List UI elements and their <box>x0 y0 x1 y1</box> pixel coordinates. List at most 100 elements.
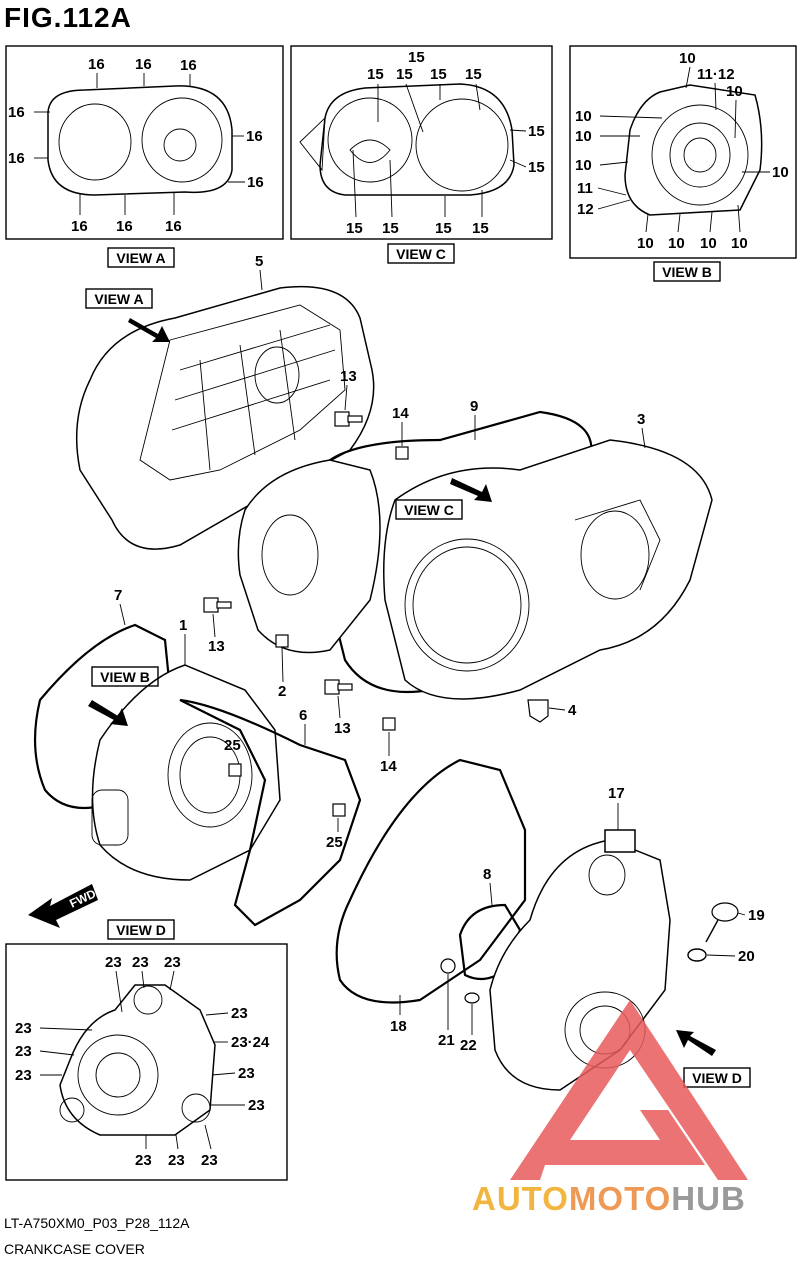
bolt-13-mid <box>203 597 232 613</box>
callout-6: 6 <box>299 707 307 724</box>
view-d-num: 23 <box>238 1065 255 1082</box>
figure-name: CRANKCASE COVER <box>4 1241 145 1257</box>
view-b-num: 10 <box>772 164 789 181</box>
watermark-logo <box>510 1000 748 1180</box>
view-b-tag: VIEW B <box>653 261 721 282</box>
callout-13-mid: 13 <box>208 638 225 655</box>
view-c-num: 15 <box>346 220 363 237</box>
plug-4 <box>527 699 549 723</box>
view-b-num: 11 <box>577 180 593 197</box>
view-d-num: 23 <box>231 1005 248 1022</box>
callout-14: 14 <box>392 405 409 422</box>
view-a-num: 16 <box>135 56 152 73</box>
view-b-num: 10 <box>726 83 743 100</box>
callout-2: 2 <box>278 683 286 700</box>
watermark-part2: MOTO <box>568 1180 672 1217</box>
view-d-arrow-tag: VIEW D <box>676 1030 751 1088</box>
view-d-tag: VIEW D <box>107 919 175 940</box>
callout-9: 9 <box>470 398 478 415</box>
view-b-pointer-label: VIEW B <box>100 669 150 685</box>
watermark-text: AUTOMOTOHUB <box>472 1180 746 1218</box>
view-c-arrow-tag: VIEW C <box>395 478 492 520</box>
callout-20: 20 <box>738 948 755 965</box>
view-c-num: 15 <box>382 220 399 237</box>
view-b-mid-ring <box>669 122 731 188</box>
view-b-num: 10 <box>575 128 592 145</box>
callout-18: 18 <box>390 1018 407 1035</box>
callout-17: 17 <box>608 785 625 802</box>
view-a-pointer-label: VIEW A <box>94 291 143 307</box>
view-d-top-boss <box>133 985 163 1015</box>
dowel-2 <box>275 634 289 648</box>
dowel-25 <box>332 803 346 817</box>
view-a-cover-outline <box>47 85 233 196</box>
plug-21 <box>440 958 456 974</box>
view-a-num: 16 <box>8 104 25 121</box>
inner-cover-frame <box>237 459 381 654</box>
view-c-num: 15 <box>472 220 489 237</box>
hardware <box>203 411 739 1004</box>
figure-title: FIG.112A <box>4 2 132 33</box>
view-d-num: 23·24 <box>231 1034 270 1051</box>
view-a-right-circle <box>141 97 223 183</box>
watermark-part3: HUB <box>671 1180 746 1217</box>
view-a-inset: 16 16 16 16 16 16 16 16 16 16 <box>5 45 284 240</box>
callouts: 5 13 14 9 3 7 1 13 2 6 13 4 25 14 25 17 … <box>114 253 765 1054</box>
dowel-14-lower <box>382 717 396 731</box>
part-6-gasket <box>179 698 362 927</box>
view-a-frame <box>5 45 284 240</box>
view-d-num: 23 <box>15 1043 32 1060</box>
view-c-num: 15 <box>430 66 447 83</box>
view-c-cover-outline <box>319 83 515 196</box>
view-b-outer-ring <box>651 104 749 206</box>
view-b-num: 10 <box>668 235 685 252</box>
dowel-14-upper <box>395 446 409 460</box>
view-b-num: 11·12 <box>697 66 735 83</box>
bolt-13-lower <box>324 679 353 695</box>
callout-21: 21 <box>438 1032 455 1049</box>
view-c-num: 15 <box>408 49 425 66</box>
view-d-num: 23 <box>248 1097 265 1114</box>
part-3-crankcase-cover <box>383 439 713 700</box>
view-c-inset: 15 15 15 15 15 15 15 15 15 15 15 <box>290 45 553 240</box>
view-b-num: 10 <box>700 235 717 252</box>
view-d-num: 23 <box>164 954 181 971</box>
view-a-arrow-icon <box>128 318 170 342</box>
view-c-pointer-label: VIEW C <box>404 502 454 518</box>
view-d-pointer-label: VIEW D <box>692 1070 742 1086</box>
view-b-bore <box>683 137 717 173</box>
washer-22 <box>464 992 480 1004</box>
view-b-label: VIEW B <box>662 264 712 280</box>
view-d-inner-ring <box>95 1052 141 1098</box>
view-d-num: 23 <box>132 954 149 971</box>
view-d-num: 23 <box>135 1152 152 1169</box>
view-d-frame <box>5 943 288 1181</box>
view-b-arrow-icon <box>88 700 128 726</box>
view-a-tag: VIEW A <box>107 247 175 268</box>
callout-3: 3 <box>637 411 645 428</box>
view-a-num: 16 <box>88 56 105 73</box>
callout-8: 8 <box>483 866 491 883</box>
view-b-num: 10 <box>575 157 592 174</box>
callout-5: 5 <box>255 253 263 270</box>
dowel-25-inner <box>228 763 242 777</box>
callout-25: 25 <box>224 737 241 754</box>
view-c-num: 15 <box>528 123 545 140</box>
o-ring-20 <box>687 948 707 962</box>
watermark-part1: AUTO <box>472 1180 569 1217</box>
callout-13: 13 <box>340 368 357 385</box>
view-d-cover-outline <box>59 984 216 1136</box>
view-d-num: 23 <box>105 954 122 971</box>
view-d-numbers: 23 23 23 23 23 23·24 23 23 23 23 23 23 2… <box>15 954 270 1169</box>
view-a-left-circle <box>58 103 132 181</box>
fwd-indicator: FWD <box>28 884 98 928</box>
view-d-arrow-icon <box>676 1030 716 1056</box>
view-c-num: 15 <box>367 66 384 83</box>
view-a-arrow-tag: VIEW A <box>85 288 170 342</box>
view-b-numbers: 10 11·12 10 10 10 10 10 11 12 10 10 10 1… <box>575 50 789 252</box>
view-d-num: 23 <box>15 1067 32 1084</box>
callout-1: 1 <box>179 617 187 634</box>
view-a-num: 16 <box>8 150 25 167</box>
fwd-arrow-icon <box>28 884 98 928</box>
